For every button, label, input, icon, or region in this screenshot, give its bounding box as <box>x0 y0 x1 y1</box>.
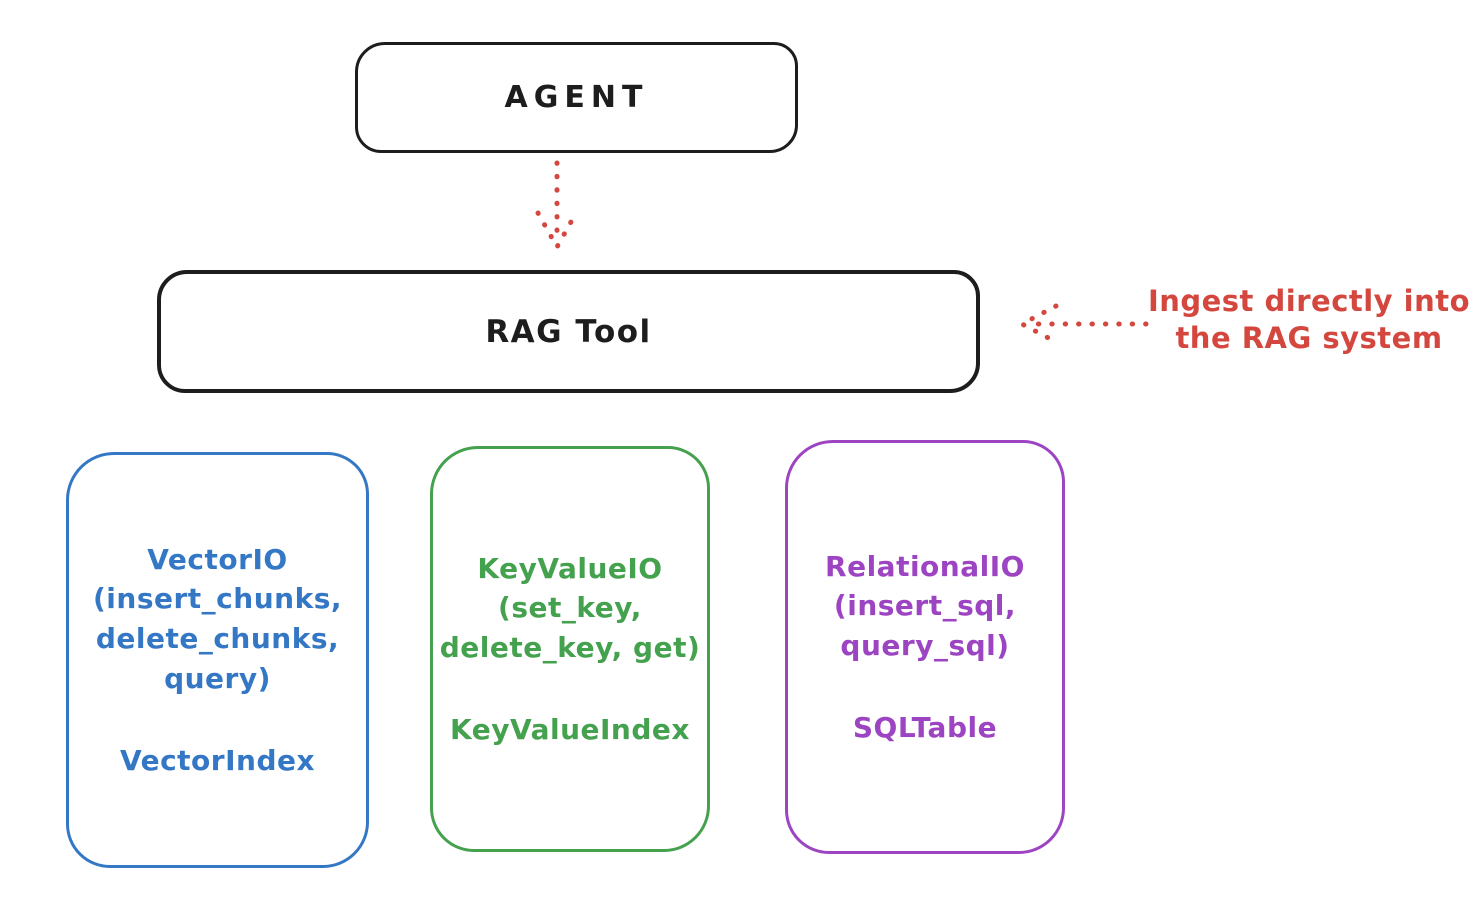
relational-io-label: RelationalIO (insert_sql, query_sql) <box>825 547 1025 666</box>
relational-io-method-line: query_sql) <box>840 629 1010 662</box>
ingest-annotation: Ingest directly into the RAG system <box>1134 283 1484 357</box>
vector-io-label: VectorIO (insert_chunks, delete_chunks, … <box>93 540 342 699</box>
agent-node: AGENT <box>355 42 798 153</box>
keyvalue-io-method-line: delete_key, get) <box>439 631 701 664</box>
rag-tool-label: RAG Tool <box>485 313 652 350</box>
keyvalue-io-label: KeyValueIO (set_key, delete_key, get) <box>440 549 701 668</box>
relational-io-method-line: (insert_sql, <box>833 589 1017 623</box>
relational-io-node: RelationalIO (insert_sql, query_sql) SQL… <box>785 440 1065 854</box>
vector-io-title: VectorIO <box>147 542 288 576</box>
vector-index-label: VectorIndex <box>119 743 316 777</box>
vector-io-method-line: query) <box>164 661 271 695</box>
vector-io-method-line: delete_chunks, <box>95 622 340 656</box>
ingest-arrow-icon <box>1019 303 1149 345</box>
ingest-annotation-line2: the RAG system <box>1175 321 1443 356</box>
keyvalue-index-label: KeyValueIndex <box>450 712 690 746</box>
vector-io-method-line: (insert_chunks, <box>93 582 342 616</box>
rag-tool-node: RAG Tool <box>157 270 980 393</box>
relational-io-title: RelationalIO <box>825 549 1025 583</box>
keyvalue-io-node: KeyValueIO (set_key, delete_key, get) Ke… <box>430 446 710 852</box>
agent-label: AGENT <box>504 80 649 115</box>
ingest-annotation-line1: Ingest directly into <box>1147 284 1471 318</box>
agent-to-rag-arrow-icon <box>535 160 579 250</box>
keyvalue-io-title: KeyValueIO <box>477 551 663 585</box>
vector-io-node: VectorIO (insert_chunks, delete_chunks, … <box>66 452 369 868</box>
keyvalue-io-method-line: (set_key, <box>498 591 642 625</box>
sql-table-label: SQLTable <box>852 710 998 744</box>
